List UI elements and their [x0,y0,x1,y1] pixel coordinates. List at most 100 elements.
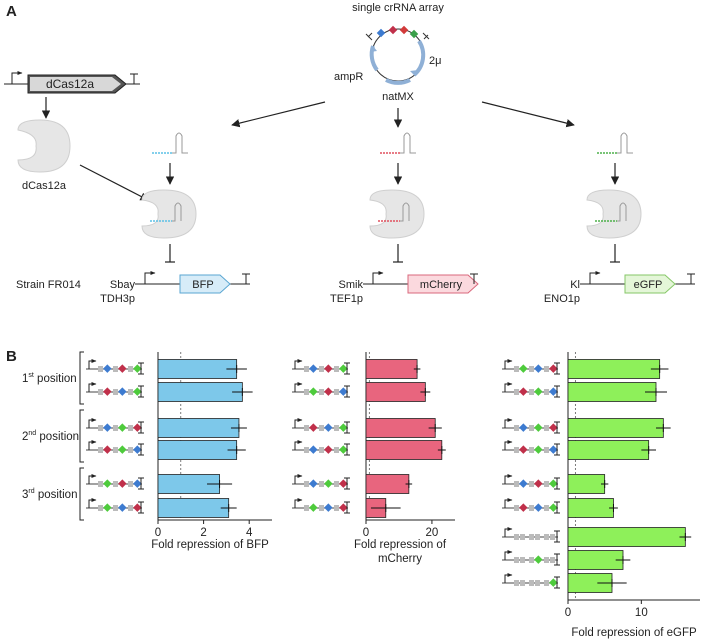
repeat-block [304,447,309,453]
array-terminator [554,553,560,566]
repeat-block [319,366,324,372]
promoter-line1: Kl [570,279,580,291]
dcas-protein: dCas12a [17,119,71,192]
group-label-number: 2 [22,431,28,443]
repeat-block [128,425,133,431]
repeat-block [334,505,339,511]
repeat-block [334,481,339,487]
array-promoter [504,474,513,484]
repeat-block [535,580,540,586]
x-tick-label: 0 [565,607,571,619]
repeat-block [113,505,118,511]
repeat-block [514,557,519,563]
array-promoter [504,359,513,369]
array-terminator [344,501,350,514]
spacer-diamond [549,364,558,373]
repeat-block [319,425,324,431]
group-label-number: 1 [22,373,28,385]
array-promoter [294,382,303,392]
repeat-block [113,447,118,453]
array-terminator [554,362,560,375]
repeat-block [550,534,555,540]
bar [567,498,614,518]
array-terminator [138,477,144,490]
array-terminator [554,477,560,490]
complex-hairpin [617,202,627,222]
repeat-block [529,389,534,395]
repeat-block [514,505,519,511]
crrna-array-construct [292,418,350,434]
reporter-gene-label: mCherry [420,279,463,291]
array-promoter [88,440,97,450]
repeat-block [529,447,534,453]
array-promoter [88,418,97,428]
dcas-crrna-complex [586,189,642,239]
repeat-block [128,447,133,453]
spacer-diamond [549,503,558,512]
spacer-diamond [118,423,127,432]
spacer-diamond [339,364,348,373]
spacer-diamond [324,387,333,396]
spacer-diamond [534,364,543,373]
crrna-array-construct [502,498,560,514]
repeat-block [98,447,103,453]
plasmid: single crRNA array 2μ ampR natMX [334,2,444,103]
group-label-sup: nd [28,430,36,437]
array-terminator [138,385,144,398]
crrna-array-construct [292,474,350,490]
spacer-diamond [324,503,333,512]
crrna-array-construct [86,359,144,375]
bar [567,440,650,460]
crrna-hairpin [617,132,633,154]
x-axis-label: Fold repression of BFP [151,539,269,551]
array-promoter [88,498,97,508]
repeat-block [529,425,534,431]
array-promoter [294,359,303,369]
spacer-diamond [118,479,127,488]
spacer-diamond [309,445,318,454]
spacer-diamond [339,503,348,512]
spacer-diamond [549,423,558,432]
repeat-block [304,505,309,511]
repeat-block [98,425,103,431]
spacer-diamond [324,364,333,373]
array-terminator [554,530,560,543]
crrna-array-construct [86,474,144,490]
group-bracket [79,409,84,463]
repeat-block [520,557,525,563]
repeat-block [304,389,309,395]
spacer-diamond [118,387,127,396]
spacer-diamond [339,423,348,432]
group-bracket [79,467,84,521]
repeat-block [113,389,118,395]
spacer-diamond [549,387,558,396]
promoter-line1: Sbay [110,279,136,291]
spacer-diamond [549,578,558,587]
repeat-block [529,580,534,586]
array-terminator [344,385,350,398]
x-tick-label: 0 [155,527,161,539]
spacer-diamond [133,503,142,512]
repeat-block [544,481,549,487]
spacer-diamond [133,423,142,432]
repeat-block [334,447,339,453]
panel-b-label: B [6,348,17,365]
repeat-block [319,481,324,487]
spacer-diamond [519,479,528,488]
x-tick-label: 2 [200,527,206,539]
bar [365,359,418,379]
array-terminator [554,576,560,589]
dcas-gene: dCas12a [4,71,140,94]
array-promoter [294,440,303,450]
promoter-arrow [589,271,601,284]
group-bracket [79,351,84,405]
bar [365,474,410,494]
plasmid-origin: 2μ [429,55,441,67]
array-promoter [294,418,303,428]
bar [365,418,436,438]
crrna-array-construct [502,474,560,490]
